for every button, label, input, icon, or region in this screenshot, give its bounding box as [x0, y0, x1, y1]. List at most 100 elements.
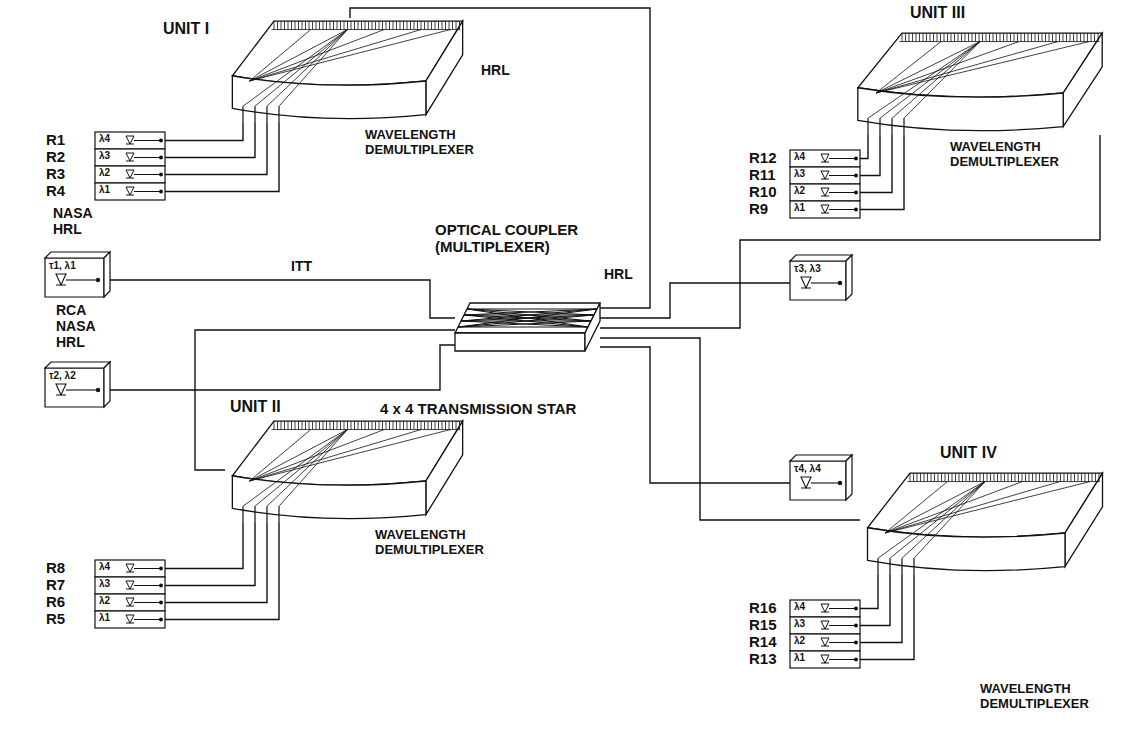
light-ray	[876, 42, 1089, 93]
output-fiber	[165, 523, 243, 569]
grating-line	[1057, 473, 1058, 481]
grating-line	[312, 421, 313, 429]
grating-line	[316, 421, 317, 429]
transmitter-top	[790, 455, 852, 461]
lab-credit: HRL	[603, 266, 634, 282]
wavelength-demultiplexer: UNIT IVWAVELENGTH DEMULTIPLEXER	[860, 470, 1110, 575]
output-fiber	[860, 575, 878, 609]
grating-line	[400, 421, 401, 429]
grating-line	[1050, 473, 1051, 481]
grating-line	[1087, 33, 1088, 41]
grating-line	[351, 21, 352, 29]
grating-line	[312, 21, 313, 29]
grating-line	[1038, 33, 1039, 41]
grating-line	[421, 21, 422, 29]
transmitter-label: τ3, λ3	[794, 263, 821, 275]
wavelength-label: λ4	[99, 561, 110, 573]
grating-line	[379, 21, 380, 29]
slab-front-lens	[868, 528, 1066, 571]
receiver-cell	[790, 651, 860, 668]
light-ray	[255, 30, 348, 107]
grating-line	[428, 21, 429, 29]
grating-line	[1088, 473, 1089, 481]
receiver-cell	[790, 600, 860, 617]
wavelength-label: λ3	[794, 618, 805, 630]
emitter-symbol	[56, 274, 66, 285]
grating-line	[1015, 473, 1016, 481]
grating-line	[1081, 473, 1082, 481]
wavelength-label: λ4	[794, 151, 805, 163]
grating-line	[952, 473, 953, 481]
grating-line	[305, 421, 306, 429]
transmitter-label: τ2, λ2	[49, 370, 76, 382]
wavelength-label: λ4	[794, 601, 805, 613]
grating-line	[976, 473, 977, 481]
fiber-stub	[254, 106, 255, 123]
grating-line	[396, 421, 397, 429]
terminal-dot	[159, 190, 163, 194]
light-ray	[914, 482, 985, 559]
receiver-channel: λ2	[95, 594, 165, 611]
grating-line	[944, 33, 945, 41]
grating-line	[403, 21, 404, 29]
transmitter-top	[45, 252, 110, 258]
transmitter-top	[45, 362, 110, 368]
grating-line	[291, 21, 292, 29]
slab-front-lens	[858, 88, 1063, 131]
grating-line	[298, 21, 299, 29]
photodiode-symbol	[126, 564, 134, 572]
grating-line	[410, 421, 411, 429]
grating-line	[1014, 33, 1015, 41]
slab-front-lens	[232, 76, 426, 119]
node-outline	[850, 30, 1110, 135]
photodiode-symbol	[126, 581, 134, 589]
unit-heading: OPTICAL COUPLER (MULTIPLEXER)	[435, 221, 610, 256]
grating-line	[980, 473, 981, 481]
grating-line	[979, 33, 980, 41]
grating-line	[1043, 473, 1044, 481]
terminal-dot	[854, 191, 858, 195]
grating-line	[302, 21, 303, 29]
output-fiber	[165, 523, 255, 586]
grating-line	[1046, 473, 1047, 481]
grating-line	[326, 421, 327, 429]
transmitter-side	[846, 455, 852, 500]
fiber-stub	[889, 558, 890, 575]
grating-line	[375, 421, 376, 429]
receiver-channel: λ4	[95, 560, 165, 577]
grating-line	[372, 21, 373, 29]
wavelength-label: λ1	[794, 202, 805, 214]
output-fiber	[165, 123, 243, 141]
photodiode-symbol	[821, 188, 829, 196]
photodiode-symbol	[821, 638, 829, 646]
fiber-stub	[879, 118, 880, 135]
grating-line	[316, 21, 317, 29]
optical-fiber	[110, 345, 455, 390]
grating-line	[959, 473, 960, 481]
receiver-cell	[790, 617, 860, 634]
wavelength-label: λ2	[99, 167, 110, 179]
grating-line	[1091, 33, 1092, 41]
receiver-number: R10	[748, 183, 778, 200]
grating-line	[1039, 473, 1040, 481]
receiver-number: R6	[45, 593, 66, 610]
wavelength-label: λ1	[794, 652, 805, 664]
receiver-channel: λ1	[790, 201, 860, 218]
slab-side	[426, 21, 463, 114]
photodiode-symbol	[821, 171, 829, 179]
photodiode-symbol	[126, 170, 134, 178]
grating-line	[442, 421, 443, 429]
grating-line	[961, 33, 962, 41]
grating-line	[969, 473, 970, 481]
grating-line	[962, 473, 963, 481]
grating-line	[1052, 33, 1053, 41]
grating-line	[989, 33, 990, 41]
photodiode-symbol	[821, 655, 829, 663]
receiver-cell	[790, 150, 860, 167]
grating-line	[1025, 473, 1026, 481]
grating-line	[456, 421, 457, 429]
output-fiber	[860, 575, 914, 660]
grating-line	[298, 421, 299, 429]
grating-line	[361, 21, 362, 29]
grating-line	[1024, 33, 1025, 41]
